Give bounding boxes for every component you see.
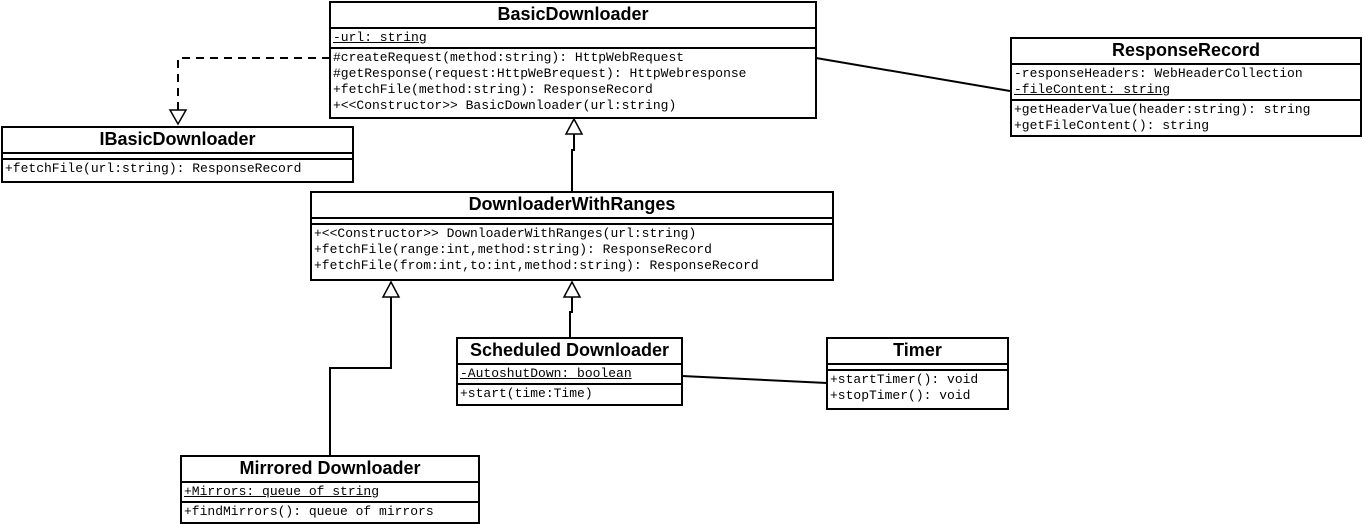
attribute: -AutoshutDown: boolean [460, 366, 632, 381]
generalization-arrowhead-mirrored [381, 280, 401, 298]
operations-section: #createRequest(method:string): HttpWebRe… [331, 47, 815, 115]
generalization-arrowhead-ranges [564, 117, 584, 135]
class-name: IBasicDownloader [3, 128, 352, 154]
class-timer: Timer +startTimer(): void +stopTimer(): … [826, 337, 1009, 410]
class-response-record: ResponseRecord -responseHeaders: WebHead… [1010, 37, 1362, 137]
class-name: Scheduled Downloader [458, 339, 681, 365]
operation: +fetchFile(from:int,to:int,method:string… [314, 258, 759, 273]
attributes-section: -AutoshutDown: boolean [458, 365, 681, 383]
operation: +fetchFile(method:string): ResponseRecor… [333, 82, 653, 97]
association-edge-timer [681, 375, 828, 384]
attribute: -fileContent: string [1014, 82, 1171, 97]
class-name: Timer [828, 339, 1007, 365]
class-name: Mirrored Downloader [182, 457, 478, 483]
operations-section: +startTimer(): void +stopTimer(): void [828, 369, 1007, 405]
class-ibasic-downloader: IBasicDownloader +fetchFile(url:string):… [1, 126, 354, 183]
operations-section: +findMirrors(): queue of mirrors [182, 501, 478, 521]
realization-edge [177, 57, 330, 110]
generalization-edge-scheduled [569, 297, 573, 337]
operations-section: +fetchFile(url:string): ResponseRecord [3, 158, 352, 178]
operation: +fetchFile(range:int,method:string): Res… [314, 242, 712, 257]
operation: +fetchFile(url:string): ResponseRecord [5, 161, 302, 176]
class-name: BasicDownloader [331, 3, 815, 29]
operation: +start(time:Time) [460, 386, 593, 401]
operations-section: +start(time:Time) [458, 383, 681, 403]
operation: +stopTimer(): void [830, 388, 971, 403]
generalization-arrowhead-scheduled [562, 280, 582, 298]
class-mirrored-downloader: Mirrored Downloader +Mirrors: queue of s… [180, 455, 480, 524]
attributes-section: +Mirrors: queue of string [182, 483, 478, 501]
attributes-section: -url: string [331, 29, 815, 47]
realization-arrowhead [168, 109, 188, 126]
operation: #getResponse(request:HttpWeBrequest): Ht… [333, 66, 747, 81]
class-downloader-with-ranges: DownloaderWithRanges +<<Constructor>> Do… [310, 191, 834, 281]
operations-section: +getHeaderValue(header:string): string +… [1012, 99, 1360, 135]
operation: +startTimer(): void [830, 372, 979, 387]
generalization-edge-ranges [571, 134, 575, 191]
operation: +<<Constructor>> BasicDownloader(url:str… [333, 98, 677, 113]
attribute: +Mirrors: queue of string [184, 484, 380, 499]
generalization-edge-mirrored [329, 297, 392, 455]
operation: +<<Constructor>> DownloaderWithRanges(ur… [314, 226, 697, 241]
class-basic-downloader: BasicDownloader -url: string #createRequ… [329, 1, 817, 119]
operation: +findMirrors(): queue of mirrors [184, 504, 434, 519]
attribute: -url: string [333, 30, 427, 45]
operation: +getFileContent(): string [1014, 118, 1210, 133]
class-name: DownloaderWithRanges [312, 193, 832, 219]
class-scheduled-downloader: Scheduled Downloader -AutoshutDown: bool… [456, 337, 683, 406]
attributes-section: -responseHeaders: WebHeaderCollection -f… [1012, 65, 1360, 99]
attribute: -responseHeaders: WebHeaderCollection [1014, 66, 1303, 81]
operations-section: +<<Constructor>> DownloaderWithRanges(ur… [312, 223, 832, 275]
class-name: ResponseRecord [1012, 39, 1360, 65]
operation: +getHeaderValue(header:string): string [1014, 102, 1311, 117]
association-edge-response-record [815, 57, 1011, 92]
operation: #createRequest(method:string): HttpWebRe… [333, 50, 685, 65]
